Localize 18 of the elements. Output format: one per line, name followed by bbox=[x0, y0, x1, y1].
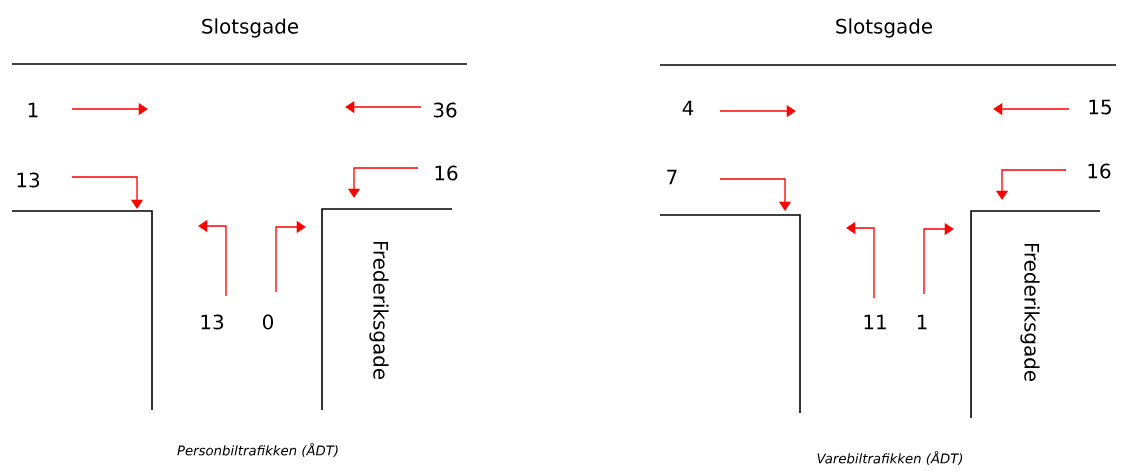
traffic-count: 13 bbox=[201, 314, 224, 330]
caption: Varebiltrafikken (ÅDT) bbox=[817, 450, 963, 466]
traffic-count: 1 bbox=[28, 102, 38, 118]
traffic-count: 1 bbox=[917, 314, 927, 330]
street-name: Frederiksgade bbox=[369, 241, 389, 379]
street-name: Slotsgade bbox=[202, 18, 299, 38]
traffic-count: 0 bbox=[263, 314, 273, 330]
traffic-count: 4 bbox=[682, 100, 694, 116]
traffic-count: 16 bbox=[1088, 163, 1111, 179]
traffic-count: 15 bbox=[1089, 99, 1111, 115]
traffic-count: 7 bbox=[667, 169, 677, 185]
traffic-count: 13 bbox=[17, 172, 40, 188]
traffic-count: 36 bbox=[433, 102, 457, 118]
caption: Personbiltrafikken (ÅDT) bbox=[177, 442, 338, 458]
street-name: Frederiksgade bbox=[1020, 243, 1040, 381]
traffic-count: 11 bbox=[864, 314, 886, 330]
street-name: Slotsgade bbox=[836, 18, 933, 38]
traffic-count: 16 bbox=[435, 165, 458, 181]
